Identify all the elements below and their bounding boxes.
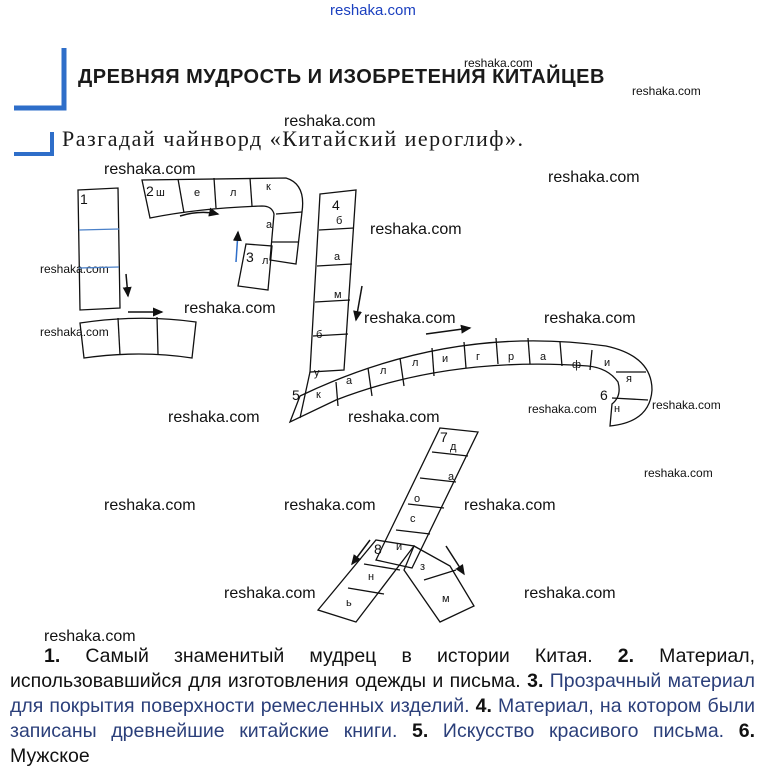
clue-number-2: 2 — [146, 183, 154, 199]
clue-text: Материал, на котором были записаны древн… — [10, 695, 755, 742]
watermark: reshaka.com — [284, 497, 376, 514]
watermark: reshaka.com — [464, 56, 533, 70]
clue-num: 5. — [412, 720, 429, 742]
cell-letter: е — [194, 187, 200, 199]
clue-number-3: 3 — [246, 249, 254, 265]
watermark: reshaka.com — [284, 113, 376, 130]
watermark: reshaka.com — [370, 221, 462, 238]
watermark: reshaka.com — [652, 398, 721, 412]
cell-letter: и — [604, 357, 610, 369]
cell-letter: ш — [156, 187, 165, 199]
cell-letter: у — [314, 367, 320, 379]
cell-letter: г — [476, 351, 480, 363]
watermark: reshaka.com — [330, 2, 416, 19]
cell-letter: л — [230, 187, 236, 199]
cell-letter: л — [380, 365, 386, 377]
cell-letter: н — [614, 403, 620, 415]
watermark: reshaka.com — [364, 310, 456, 327]
cell-letter: и — [442, 353, 448, 365]
watermark: reshaka.com — [44, 628, 136, 645]
cell-letter: а — [266, 219, 273, 231]
clue-text: Самый знаменитый мудрец в истории Китая. — [60, 645, 618, 667]
cell-letter: б — [316, 329, 322, 341]
clue-num: 3. — [527, 670, 544, 692]
cell-letter: ь — [346, 597, 352, 609]
watermark: reshaka.com — [524, 585, 616, 602]
watermark: reshaka.com — [104, 497, 196, 514]
watermark: reshaka.com — [544, 310, 636, 327]
clue-number-1: 1 — [80, 191, 88, 207]
cell-letter: к — [316, 389, 321, 401]
cell-letter: з — [420, 561, 425, 573]
cell-letter: я — [626, 373, 632, 385]
cell-letter: а — [448, 471, 455, 483]
clue-number-6: 6 — [600, 387, 608, 403]
watermark: reshaka.com — [632, 84, 701, 98]
cell-letter: л — [412, 357, 418, 369]
clue-number-8: 8 — [374, 541, 382, 557]
cell-letter: ф — [572, 359, 581, 371]
cell-letter: м — [442, 593, 450, 605]
clue-number-5: 5 — [292, 387, 300, 403]
section-marker — [14, 48, 67, 156]
watermark: reshaka.com — [224, 585, 316, 602]
clue-num: 2. — [617, 645, 635, 667]
cell-letter: б — [336, 215, 342, 227]
crossword-puzzle: 1 2 3 4 5 6 7 8 ш е л к а л б а м б у к … — [77, 177, 653, 623]
clues-paragraph: 1. Самый знаменитый мудрец в истории Кит… — [10, 644, 755, 769]
clue-num: 1. — [44, 645, 61, 667]
clue-num: 6. — [738, 720, 755, 742]
cell-letter: о — [414, 493, 420, 505]
cell-letter: л — [262, 255, 268, 267]
cell-letter: к — [266, 181, 271, 193]
watermark: reshaka.com — [464, 497, 556, 514]
cell-letter: а — [540, 351, 547, 363]
cell-letter: с — [410, 513, 416, 525]
watermark: reshaka.com — [644, 466, 713, 480]
watermark: reshaka.com — [40, 325, 109, 339]
clue-num: 4. — [475, 695, 492, 717]
watermark: reshaka.com — [548, 169, 640, 186]
clue-text: Искусство красивого письма. — [428, 720, 739, 742]
clue-text: Прозрачный материал для покрытия поверхн… — [10, 670, 756, 717]
cell-letter: м — [334, 289, 342, 301]
cell-letter: р — [508, 351, 514, 363]
watermark: reshaka.com — [184, 300, 276, 317]
clue-text: Материал, использовавшийся для изготовле… — [10, 645, 755, 692]
cell-letter: и — [396, 541, 402, 553]
cell-letter: а — [346, 375, 353, 387]
watermark: reshaka.com — [348, 409, 440, 426]
watermark: reshaka.com — [168, 409, 260, 426]
watermark: reshaka.com — [528, 402, 597, 416]
watermark: reshaka.com — [104, 161, 196, 178]
clue-text: Мужское — [10, 745, 90, 767]
watermark: reshaka.com — [40, 262, 109, 276]
cell-letter: д — [450, 441, 457, 453]
cell-letter: н — [368, 571, 374, 583]
clue-number-7: 7 — [440, 429, 448, 445]
section-heading: ДРЕВНЯЯ МУДРОСТЬ И ИЗОБРЕТЕНИЯ КИТАЙЦЕВ — [78, 66, 605, 88]
clue-number-4: 4 — [332, 197, 340, 213]
cell-letter: а — [334, 251, 341, 263]
task-text: Разгадай чайнворд «Китайский иероглиф». — [62, 126, 525, 151]
